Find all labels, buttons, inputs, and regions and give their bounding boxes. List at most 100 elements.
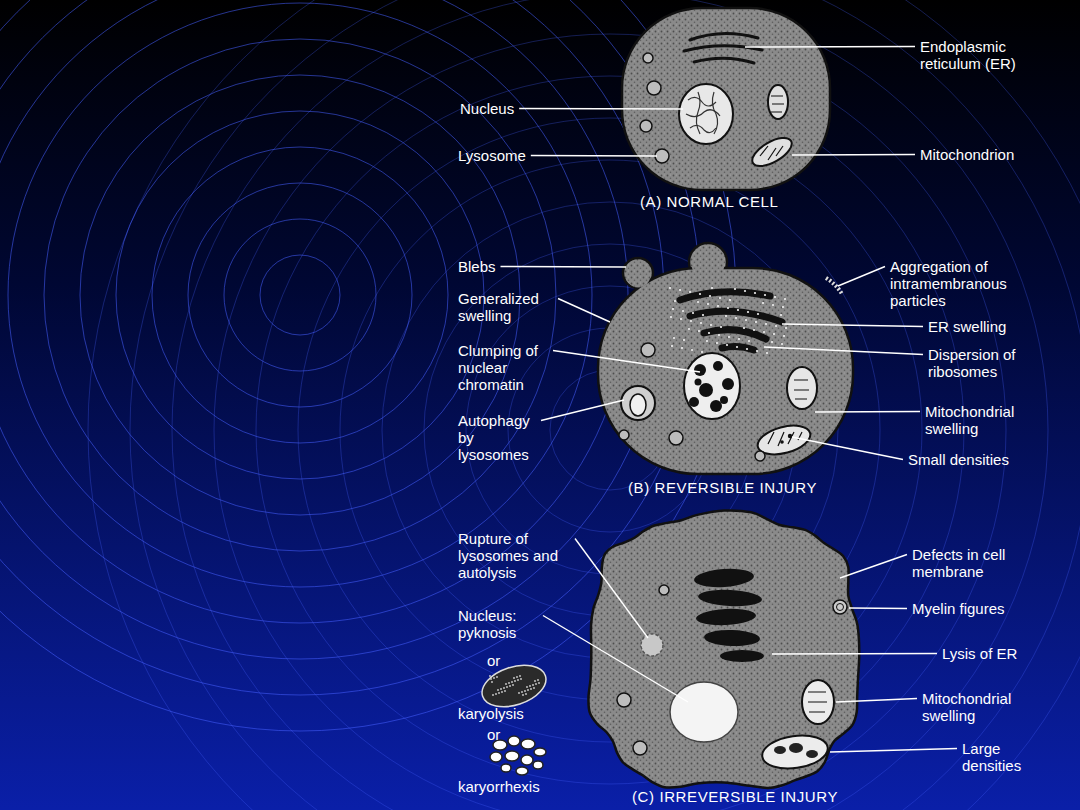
ring (214, 34, 1006, 810)
ring (88, 0, 1080, 810)
panel-caption: (A) NORMAL CELL (640, 193, 778, 210)
stipple (534, 680, 536, 682)
ruptured-lysosome (641, 634, 663, 656)
lysed-er (696, 607, 757, 626)
ribosome (688, 328, 690, 330)
er-membrane (694, 58, 754, 63)
ribosome (735, 317, 737, 319)
leader-line (501, 266, 626, 268)
stipple (535, 683, 537, 685)
nuclear-fragment (534, 748, 546, 756)
ribosome (710, 324, 712, 326)
ribosome (775, 325, 777, 327)
ribosome (682, 310, 684, 312)
leader-line (836, 699, 917, 703)
ribosome (783, 335, 785, 337)
leader-line (543, 616, 688, 703)
callout-label: Endoplasmic reticulum (ER) (920, 38, 1045, 72)
ribosome (670, 316, 672, 318)
leader-line (764, 347, 923, 355)
swollen-mitochondrion (787, 367, 817, 409)
bleb-fill (692, 248, 725, 281)
ribosome (764, 294, 766, 296)
ribosome (674, 300, 676, 302)
ribosome (782, 306, 784, 308)
chromatin-clump (720, 396, 728, 404)
mitochondrion (768, 85, 788, 119)
irreversible-cell (588, 510, 859, 787)
callout-label: Defects in cell membrane (912, 546, 1012, 580)
lysosome (633, 741, 647, 755)
leader-line (840, 555, 907, 579)
ribosome (698, 330, 700, 332)
ribosome (717, 305, 719, 307)
ribosome (736, 346, 738, 348)
er-membrane (690, 33, 758, 40)
swollen-mitochondrion (802, 680, 834, 724)
ribosome (773, 333, 775, 335)
callout-label: Autophagy by lysosomes (458, 412, 536, 463)
stipple (524, 690, 526, 692)
lysosome (755, 451, 765, 461)
ribosome (672, 308, 674, 310)
nuclear-fragment (505, 751, 519, 761)
ribosome (699, 293, 701, 295)
stipple (509, 685, 511, 687)
stipple (490, 678, 492, 680)
lysosome (647, 81, 661, 95)
stipple (532, 684, 534, 686)
swollen-er (690, 311, 782, 322)
stipple (518, 692, 520, 694)
nuclear-fragment (508, 736, 520, 746)
stipple (501, 691, 503, 693)
small-density (788, 434, 792, 438)
ribosome (692, 312, 694, 314)
ring (188, 183, 412, 407)
nuclear-fragment (516, 767, 528, 775)
ribosome (718, 334, 720, 336)
stipple (511, 681, 513, 683)
lysed-er (704, 629, 761, 647)
callout-label: Large densities (962, 740, 1032, 774)
chromatin (688, 97, 716, 106)
nuclear-fragment (490, 752, 502, 762)
ribosome (669, 287, 671, 289)
ribosome (707, 303, 709, 305)
ribosome (747, 311, 749, 313)
ribosome (681, 347, 683, 349)
ribosome (691, 349, 693, 351)
stipple (503, 687, 505, 689)
leader-line (792, 154, 915, 156)
callout-label: Dispersion of ribosomes (928, 346, 1033, 380)
leader-line (815, 411, 920, 413)
swollen-er (722, 346, 754, 350)
callout-label: Lysosome (458, 147, 526, 164)
stipple (496, 676, 498, 678)
ribosome (743, 327, 745, 329)
stipple (527, 689, 529, 691)
mitochondrion (748, 132, 796, 171)
callout-label: Clumping of nuclear chromatin (458, 342, 548, 393)
ribosome (673, 337, 675, 339)
ribosome (738, 338, 740, 340)
chromatin-clump (710, 400, 722, 412)
leader-line (553, 351, 700, 373)
lysosome (617, 693, 631, 707)
stipple (530, 688, 532, 690)
stipple (533, 687, 535, 689)
leader-line (838, 267, 885, 287)
chromatin-clump (699, 383, 713, 397)
chromatin-clump (713, 361, 723, 371)
stipple (520, 678, 522, 680)
stipple (498, 692, 500, 694)
ring (44, 39, 556, 551)
callout-label: Myelin figures (912, 600, 1005, 617)
swollen-er (704, 330, 766, 339)
leader-line (745, 46, 915, 48)
ring (172, 0, 1048, 810)
ribosome (728, 336, 730, 338)
ribosome (766, 352, 768, 354)
stipple (497, 689, 499, 691)
ribosome (763, 331, 765, 333)
